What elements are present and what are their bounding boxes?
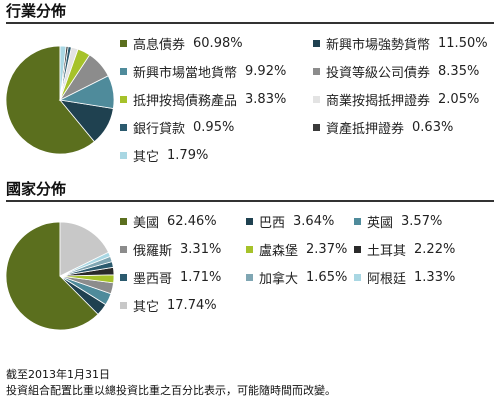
country-legend-value-2: 3.57% — [401, 213, 443, 229]
country-legend-swatch-6 — [120, 273, 127, 281]
country-pie-slice-9 — [59, 221, 110, 277]
industry-legend-value-8: 1.79% — [167, 147, 209, 163]
industry-legend-swatch-0 — [120, 39, 127, 47]
country-legend-label-3: 俄羅斯 — [133, 243, 173, 259]
industry-legend-swatch-4 — [120, 95, 127, 103]
country-legend-label-1: 巴西 — [259, 215, 286, 231]
footnote-note: 投資組合配置比重以總投資比重之百分比表示，可能隨時間而改變。 — [6, 384, 336, 397]
industry-legend-value-6: 0.95% — [193, 119, 235, 135]
country-legend-value-9: 17.74% — [167, 297, 217, 313]
country-legend-swatch-4 — [246, 245, 253, 253]
footnote-date: 截至2013年1月31日 — [6, 368, 110, 381]
country-legend-swatch-3 — [120, 245, 127, 253]
country-legend-item-7: 加拿大 1.65% — [246, 268, 348, 287]
country-legend-item-2: 英國 3.57% — [354, 212, 443, 231]
industry-legend-item-4: 抵押按揭債務產品 3.83% — [120, 90, 287, 109]
country-legend-value-6: 1.71% — [180, 269, 222, 285]
industry-legend-value-0: 60.98% — [193, 35, 243, 51]
industry-legend-swatch-6 — [120, 123, 127, 131]
industry-legend-label-6: 銀行貸款 — [133, 121, 186, 137]
country-pie-slice-0 — [5, 221, 99, 331]
country-section-divider — [6, 200, 494, 202]
industry-legend-value-2: 9.92% — [245, 63, 287, 79]
country-legend-item-3: 俄羅斯 3.31% — [120, 240, 222, 259]
country-legend-label-5: 土耳其 — [367, 243, 407, 259]
industry-section-divider — [6, 22, 494, 24]
industry-legend-item-5: 商業按揭抵押證券 2.05% — [313, 90, 480, 109]
industry-legend-value-1: 11.50% — [438, 35, 488, 51]
country-legend-swatch-9 — [120, 301, 127, 309]
country-legend-value-4: 2.37% — [306, 241, 348, 257]
industry-legend-item-6: 銀行貸款 0.95% — [120, 118, 235, 137]
country-legend-label-8: 阿根廷 — [367, 271, 407, 287]
country-legend-value-0: 62.46% — [167, 213, 217, 229]
industry-pie-chart — [5, 45, 115, 155]
country-legend-item-4: 盧森堡 2.37% — [246, 240, 348, 259]
country-legend-swatch-1 — [246, 217, 253, 225]
country-legend-value-8: 1.33% — [414, 269, 456, 285]
country-legend-swatch-0 — [120, 217, 127, 225]
industry-pie-slice-8 — [59, 45, 67, 101]
country-legend-swatch-5 — [354, 245, 361, 253]
country-legend-label-0: 美國 — [133, 215, 160, 231]
industry-legend-label-5: 商業按揭抵押證券 — [326, 93, 431, 109]
country-legend-item-8: 阿根廷 1.33% — [354, 268, 456, 287]
industry-legend-label-3: 投資等級公司債券 — [326, 65, 431, 81]
country-legend-value-5: 2.22% — [414, 241, 456, 257]
industry-legend-value-3: 8.35% — [438, 63, 480, 79]
country-legend-item-1: 巴西 3.64% — [246, 212, 335, 231]
country-legend-swatch-2 — [354, 217, 361, 225]
industry-legend-label-7: 資產抵押證券 — [326, 121, 405, 137]
country-legend-label-6: 墨西哥 — [133, 271, 173, 287]
country-legend-value-3: 3.31% — [180, 241, 222, 257]
industry-legend-swatch-1 — [313, 39, 320, 47]
industry-section-title: 行業分佈 — [6, 2, 67, 20]
country-legend-swatch-7 — [246, 273, 253, 281]
industry-legend-item-1: 新興市場強勢貨幣 11.50% — [313, 34, 488, 53]
country-legend-label-4: 盧森堡 — [259, 243, 299, 259]
country-legend-item-9: 其它 17.74% — [120, 296, 217, 315]
country-pie-chart — [5, 221, 115, 331]
industry-legend-value-4: 3.83% — [245, 91, 287, 107]
country-legend-swatch-8 — [354, 273, 361, 281]
industry-legend-value-7: 0.63% — [412, 119, 454, 135]
industry-legend-swatch-8 — [120, 151, 127, 159]
country-legend-label-2: 英國 — [367, 215, 394, 231]
country-legend-value-1: 3.64% — [293, 213, 335, 229]
country-section-title: 國家分佈 — [6, 180, 67, 198]
industry-legend-item-7: 資產抵押證券 0.63% — [313, 118, 454, 137]
country-legend-value-7: 1.65% — [306, 269, 348, 285]
industry-legend-swatch-3 — [313, 67, 320, 75]
industry-legend-item-8: 其它 1.79% — [120, 146, 209, 165]
industry-legend-item-2: 新興市場當地貨幣 9.92% — [120, 62, 287, 81]
country-legend-label-9: 其它 — [133, 299, 160, 315]
industry-legend-label-2: 新興市場當地貨幣 — [133, 65, 238, 81]
industry-pie-slice-0 — [5, 45, 95, 155]
industry-legend-value-5: 2.05% — [438, 91, 480, 107]
industry-legend-swatch-2 — [120, 67, 127, 75]
country-legend-label-7: 加拿大 — [259, 271, 299, 287]
industry-legend-item-0: 高息債券 60.98% — [120, 34, 243, 53]
industry-legend-label-0: 高息債券 — [133, 37, 186, 53]
industry-legend-item-3: 投資等級公司債券 8.35% — [313, 62, 480, 81]
country-legend-item-6: 墨西哥 1.71% — [120, 268, 222, 287]
country-legend-item-0: 美國 62.46% — [120, 212, 217, 231]
industry-legend-label-1: 新興市場強勢貨幣 — [326, 37, 431, 53]
industry-legend-swatch-5 — [313, 95, 320, 103]
industry-legend-label-8: 其它 — [133, 149, 160, 165]
country-legend-item-5: 土耳其 2.22% — [354, 240, 456, 259]
industry-legend-swatch-7 — [313, 123, 320, 131]
industry-legend-label-4: 抵押按揭債務產品 — [133, 93, 238, 109]
